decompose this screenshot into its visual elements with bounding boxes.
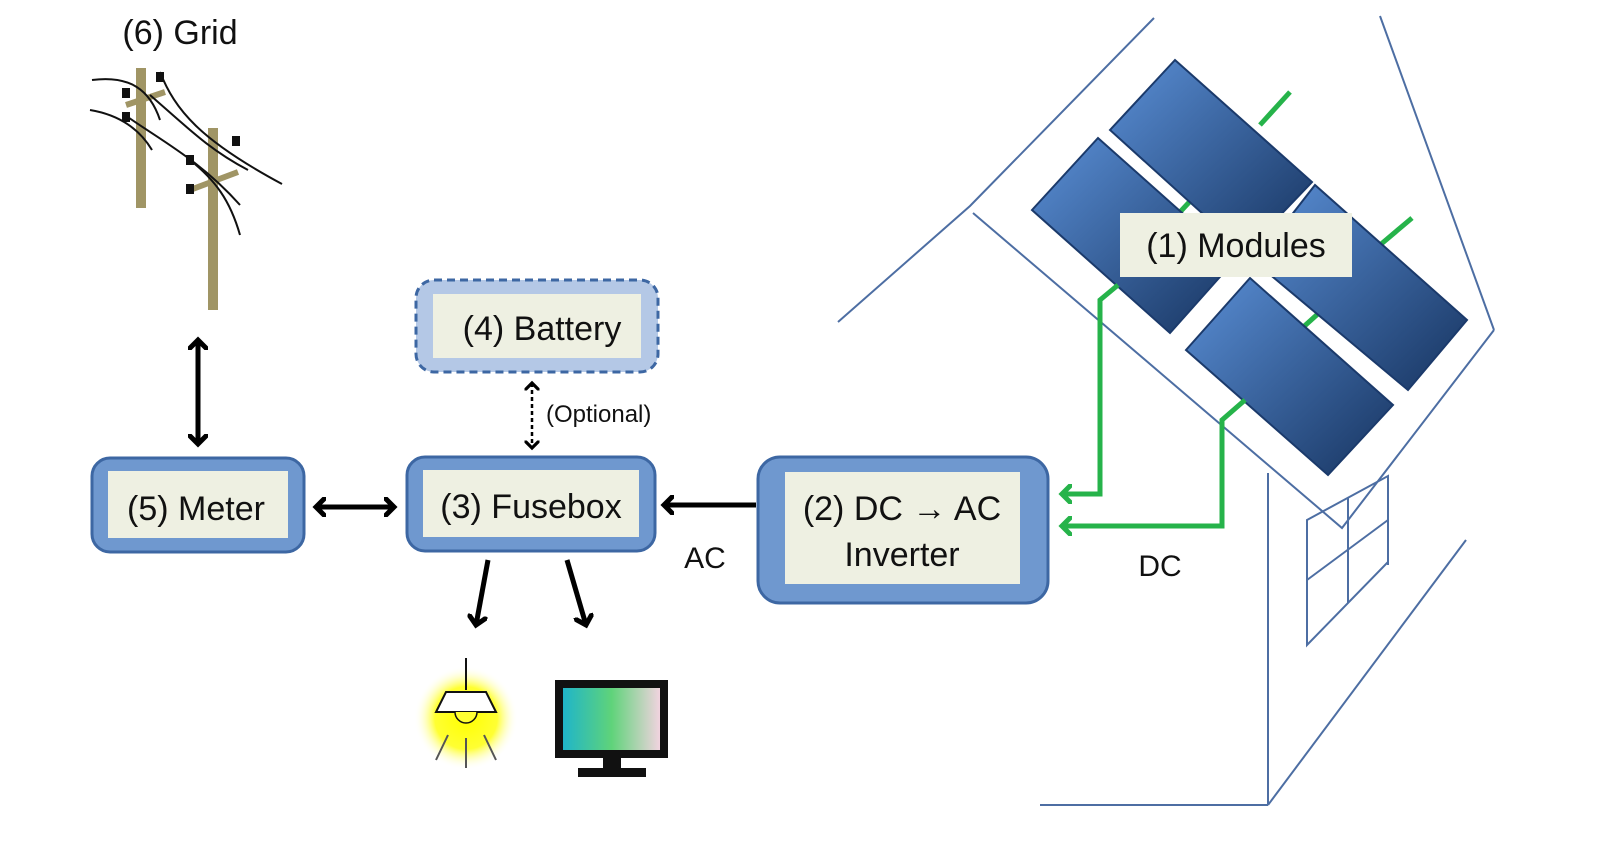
power-pole-icon	[89, 68, 283, 310]
ac-label: AC	[684, 542, 726, 575]
grid-label: (6) Grid	[122, 14, 237, 52]
fusebox-light-arrow	[476, 559, 491, 625]
light-bulb-icon	[414, 658, 518, 770]
meter-label: (5) Meter	[127, 490, 265, 528]
dc-wires	[1062, 283, 1247, 526]
battery-label: (4) Battery	[463, 310, 622, 348]
inverter-label-line1: (2) DC → AC	[803, 490, 1001, 528]
inverter-box: (2) DC → AC Inverter	[756, 455, 1050, 605]
dc-label: DC	[1138, 550, 1181, 583]
house-outline	[837, 15, 1495, 806]
fusebox-label: (3) Fusebox	[440, 488, 621, 526]
optional-label: (Optional)	[546, 401, 651, 428]
monitor-icon	[555, 680, 668, 777]
meter-box: (5) Meter	[90, 456, 306, 554]
battery-box: (4) Battery	[414, 278, 660, 374]
modules-label-box	[1120, 213, 1352, 277]
fusebox-box: (3) Fusebox	[405, 455, 657, 553]
fusebox-monitor-arrow	[564, 559, 586, 625]
modules-label: (1) Modules	[1146, 227, 1326, 265]
inverter-label-line2: Inverter	[844, 536, 959, 574]
